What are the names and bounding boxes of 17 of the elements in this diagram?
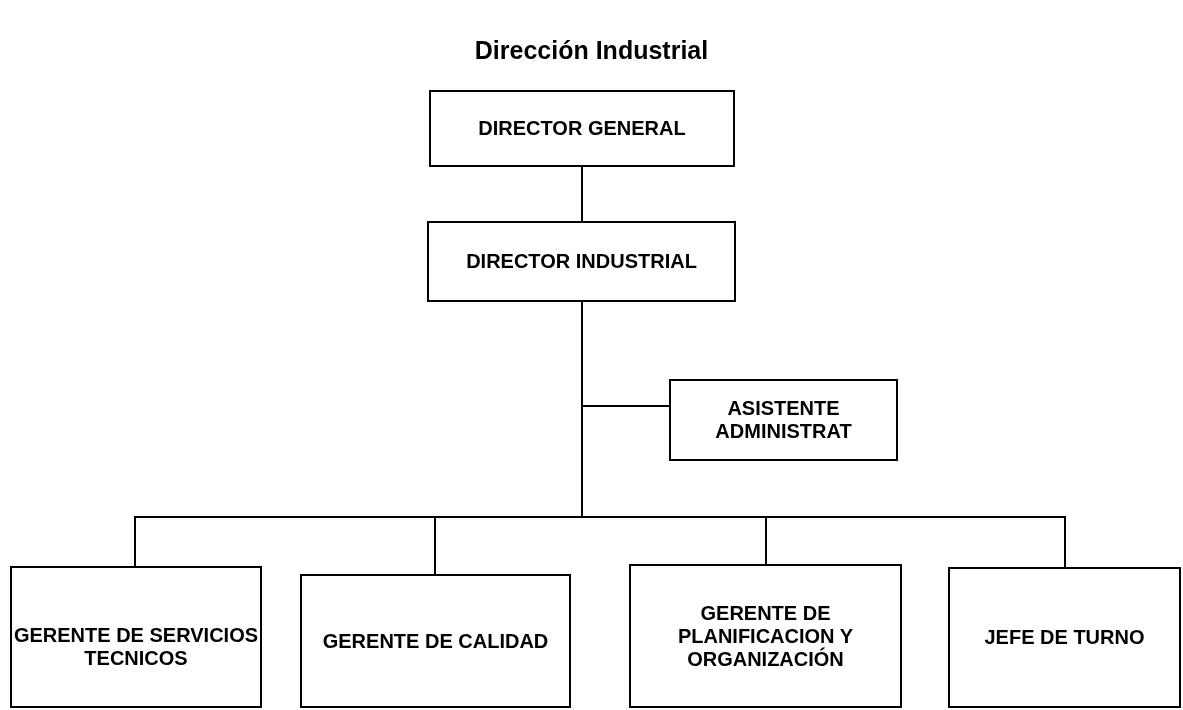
position-title: GERENTE DE PLANIFICACION Y ORGANIZACIÓN	[676, 601, 855, 671]
position-title: ASISTENTE ADMINISTRAT	[714, 397, 853, 443]
position-title: DIRECTOR GENERAL	[478, 117, 686, 140]
connector-line	[581, 166, 583, 222]
position-title: JEFE DE TURNO	[984, 626, 1145, 649]
position-title: DIRECTOR INDUSTRIAL	[466, 250, 697, 273]
connector-line	[581, 301, 1066, 568]
position-box	[427, 221, 736, 302]
position-box	[629, 564, 902, 708]
position-title: GERENTE DE SERVICIOS TECNICOS	[12, 624, 260, 670]
position-box	[429, 90, 735, 167]
position-box	[10, 566, 262, 708]
chart-title: Dirección Industrial	[474, 36, 709, 65]
position-box	[300, 574, 571, 708]
position-title: GERENTE DE CALIDAD	[322, 629, 549, 653]
position-box	[948, 567, 1181, 708]
position-box	[669, 379, 898, 461]
